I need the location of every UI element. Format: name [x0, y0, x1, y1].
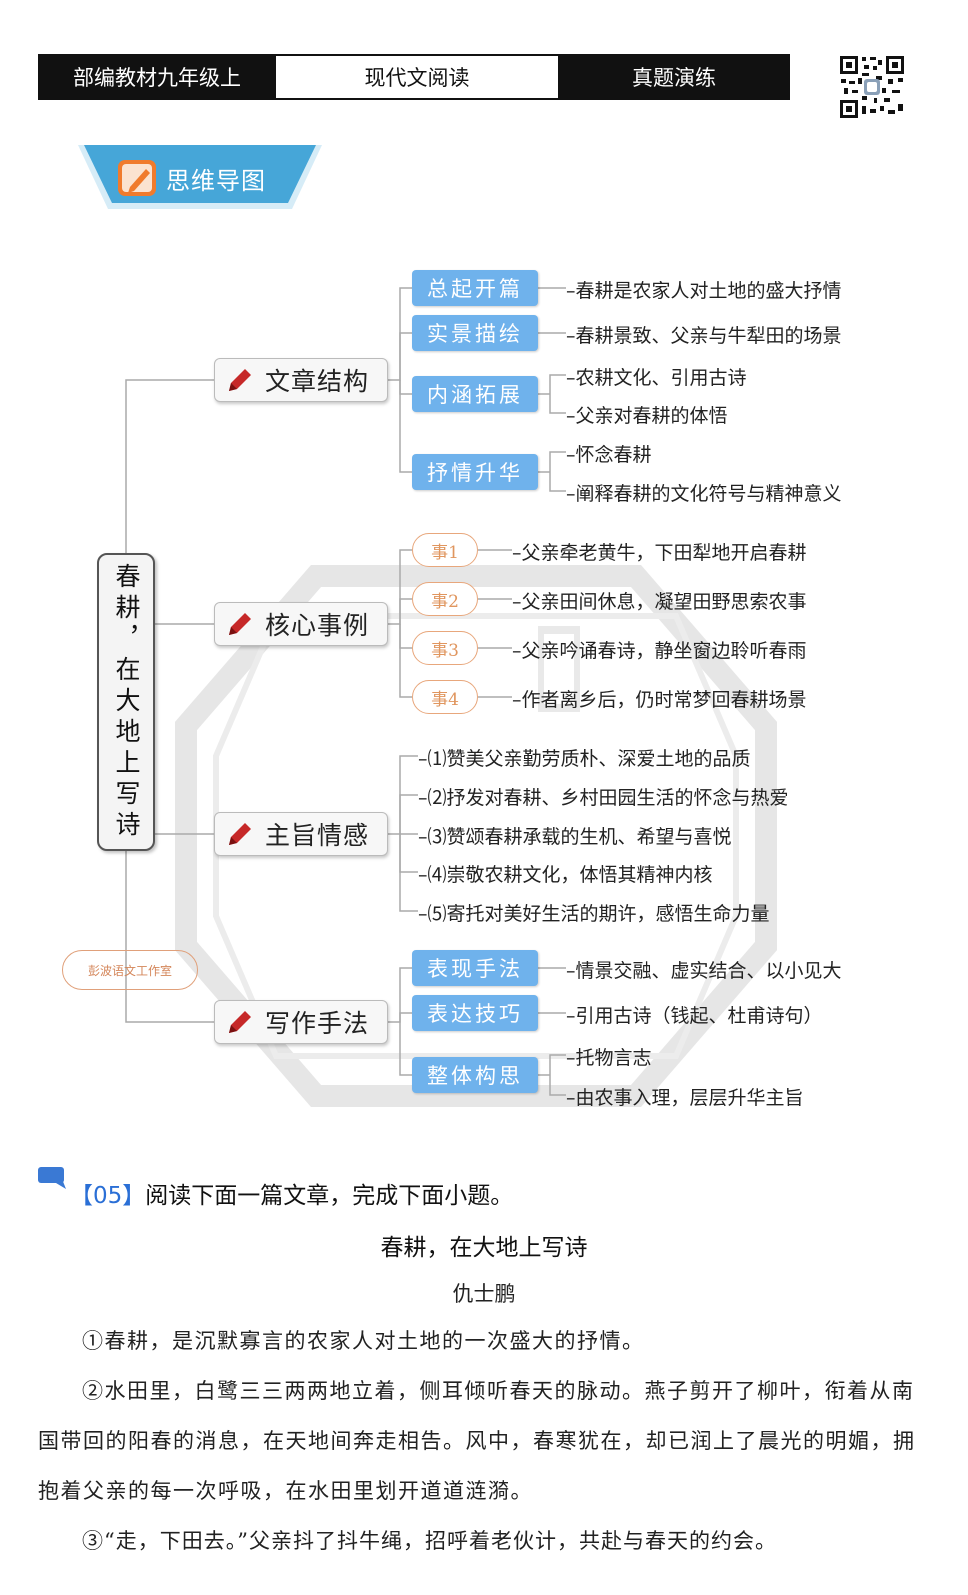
article-paragraph: ①春耕，是沉默寡言的农家人对土地的一次盛大的抒情。	[82, 1329, 645, 1353]
leaf-text: –农耕文化、引用古诗	[566, 367, 747, 389]
pen-icon	[229, 369, 251, 391]
event-tag-4: 事4	[412, 680, 478, 714]
leaf-text: –由农事入理，层层升华主旨	[566, 1087, 804, 1109]
article-paragraph: ③“走，下田去。”父亲抖了抖牛绳，招呼着老伙计，共赴与春天的约会。	[82, 1529, 777, 1553]
leaf-text: –父亲对春耕的体悟	[566, 405, 728, 427]
leaf-text: –⑸寄托对美好生活的期许，感悟生命力量	[418, 903, 770, 925]
header-bar: 部编教材九年级上 现代文阅读 真题演练	[38, 54, 790, 100]
header-practice: 真题演练	[560, 56, 788, 98]
question-line: 【05】阅读下面一篇文章，完成下面小题。	[70, 1176, 513, 1210]
node-label: 核心事例	[265, 611, 370, 640]
question-instruction: 阅读下面一篇文章，完成下面小题。	[145, 1183, 514, 1209]
leaf-text: –阐释春耕的文化符号与精神意义	[566, 483, 842, 505]
leaf-text: –父亲吟诵春诗，静坐窗边聆听春雨	[512, 640, 807, 662]
event-tag-1: 事1	[412, 533, 478, 567]
tag-description: 实景描绘	[412, 315, 538, 351]
pen-icon	[229, 823, 251, 845]
leaf-text: –⑷崇敬农耕文化，体悟其精神内核	[418, 864, 713, 886]
tag-expression-method: 表现手法	[412, 950, 538, 986]
node-writing-technique: 写作手法	[214, 1000, 388, 1044]
node-label: 文章结构	[265, 367, 370, 396]
node-label: 主旨情感	[265, 821, 370, 850]
node-theme-emotion: 主旨情感	[214, 812, 388, 856]
node-core-events: 核心事例	[214, 602, 388, 646]
studio-watermark	[175, 565, 777, 1107]
mindmap-banner-label: 思维导图	[166, 167, 266, 195]
qr-code-icon[interactable]	[838, 54, 906, 120]
pen-icon	[229, 613, 251, 635]
pen-icon	[229, 1011, 251, 1033]
question-flag-icon	[38, 1167, 66, 1189]
node-label: 写作手法	[265, 1009, 370, 1038]
event-tag-3: 事3	[412, 631, 478, 665]
leaf-text: –⑶赞颂春耕承载的生机、希望与喜悦	[418, 826, 732, 848]
mindmap-connectors	[125, 287, 566, 1096]
header-section: 现代文阅读	[274, 56, 560, 98]
mindmap-banner	[78, 145, 322, 209]
tag-extension: 内涵拓展	[412, 376, 538, 412]
tag-overall-design: 整体构思	[412, 1057, 538, 1093]
leaf-text: –父亲田间休息，凝望田野思索农事	[512, 591, 807, 613]
question-number: 【05】	[70, 1183, 146, 1209]
event-tag-2: 事2	[412, 582, 478, 616]
leaf-text: –引用古诗（钱起、杜甫诗句）	[566, 1005, 823, 1027]
tag-opening: 总起开篇	[412, 270, 538, 306]
leaf-text: –作者离乡后，仍时常梦回春耕场景	[512, 689, 807, 711]
node-article-structure: 文章结构	[214, 358, 388, 402]
leaf-text: –托物言志	[566, 1047, 652, 1069]
tag-expression-skill: 表达技巧	[412, 995, 538, 1031]
leaf-text: –情景交融、虚实结合、以小见大	[566, 960, 842, 982]
mindmap-center-node: 春耕，在大地上写诗	[97, 553, 155, 851]
leaf-text: –父亲牵老黄牛，下田犁地开启春耕	[512, 542, 807, 564]
article-title: 春耕，在大地上写诗	[380, 1235, 588, 1261]
leaf-text: –春耕是农家人对土地的盛大抒情	[566, 280, 842, 302]
header-grade: 部编教材九年级上	[40, 56, 274, 98]
studio-badge: 彭波语文工作室	[62, 950, 198, 990]
leaf-text: –⑵抒发对春耕、乡村田园生活的怀念与热爱	[418, 787, 789, 809]
article-author: 仇士鹏	[452, 1282, 516, 1306]
article-paragraph: ②水田里，白鹭三三两两地立着，侧耳倾听春天的脉动。燕子剪开了柳叶，衔着从南国带回…	[38, 1379, 916, 1503]
leaf-text: –⑴赞美父亲勤劳质朴、深爱土地的品质	[418, 748, 751, 770]
tag-sublimation: 抒情升华	[412, 454, 538, 490]
leaf-text: –春耕景致、父亲与牛犁田的场景	[566, 325, 842, 347]
leaf-text: –怀念春耕	[566, 444, 652, 466]
